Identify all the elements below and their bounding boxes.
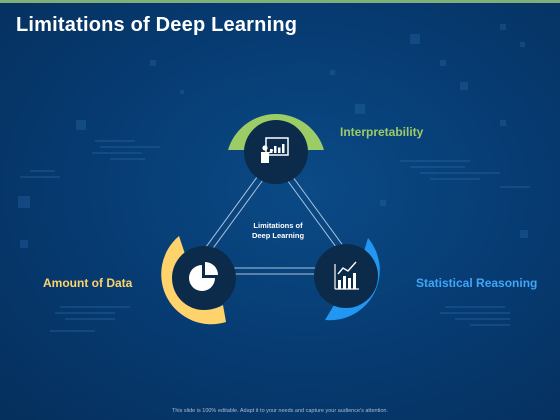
amount-of-data-label: Amount of Data <box>43 276 133 290</box>
center-label-line-1: Limitations of <box>253 221 303 230</box>
amount-of-data-node <box>161 236 236 325</box>
center-label-line-2: Deep Learning <box>251 231 305 240</box>
diagram-center-label: Limitations of Deep Learning <box>232 221 324 241</box>
pie-chart-icon <box>189 262 218 291</box>
statistical-reasoning-label: Statistical Reasoning <box>416 276 538 290</box>
presentation-chart-icon <box>261 137 289 163</box>
top-accent-rule <box>0 0 560 3</box>
statistical-reasoning-node <box>314 238 380 321</box>
interpretability-node <box>228 114 324 184</box>
interpretability-label: Interpretability <box>340 125 424 139</box>
bar-chart-icon <box>334 261 359 290</box>
slide-title: Limitations of Deep Learning <box>16 14 298 36</box>
footer-note: This slide is 100% editable. Adapt it to… <box>172 408 388 414</box>
